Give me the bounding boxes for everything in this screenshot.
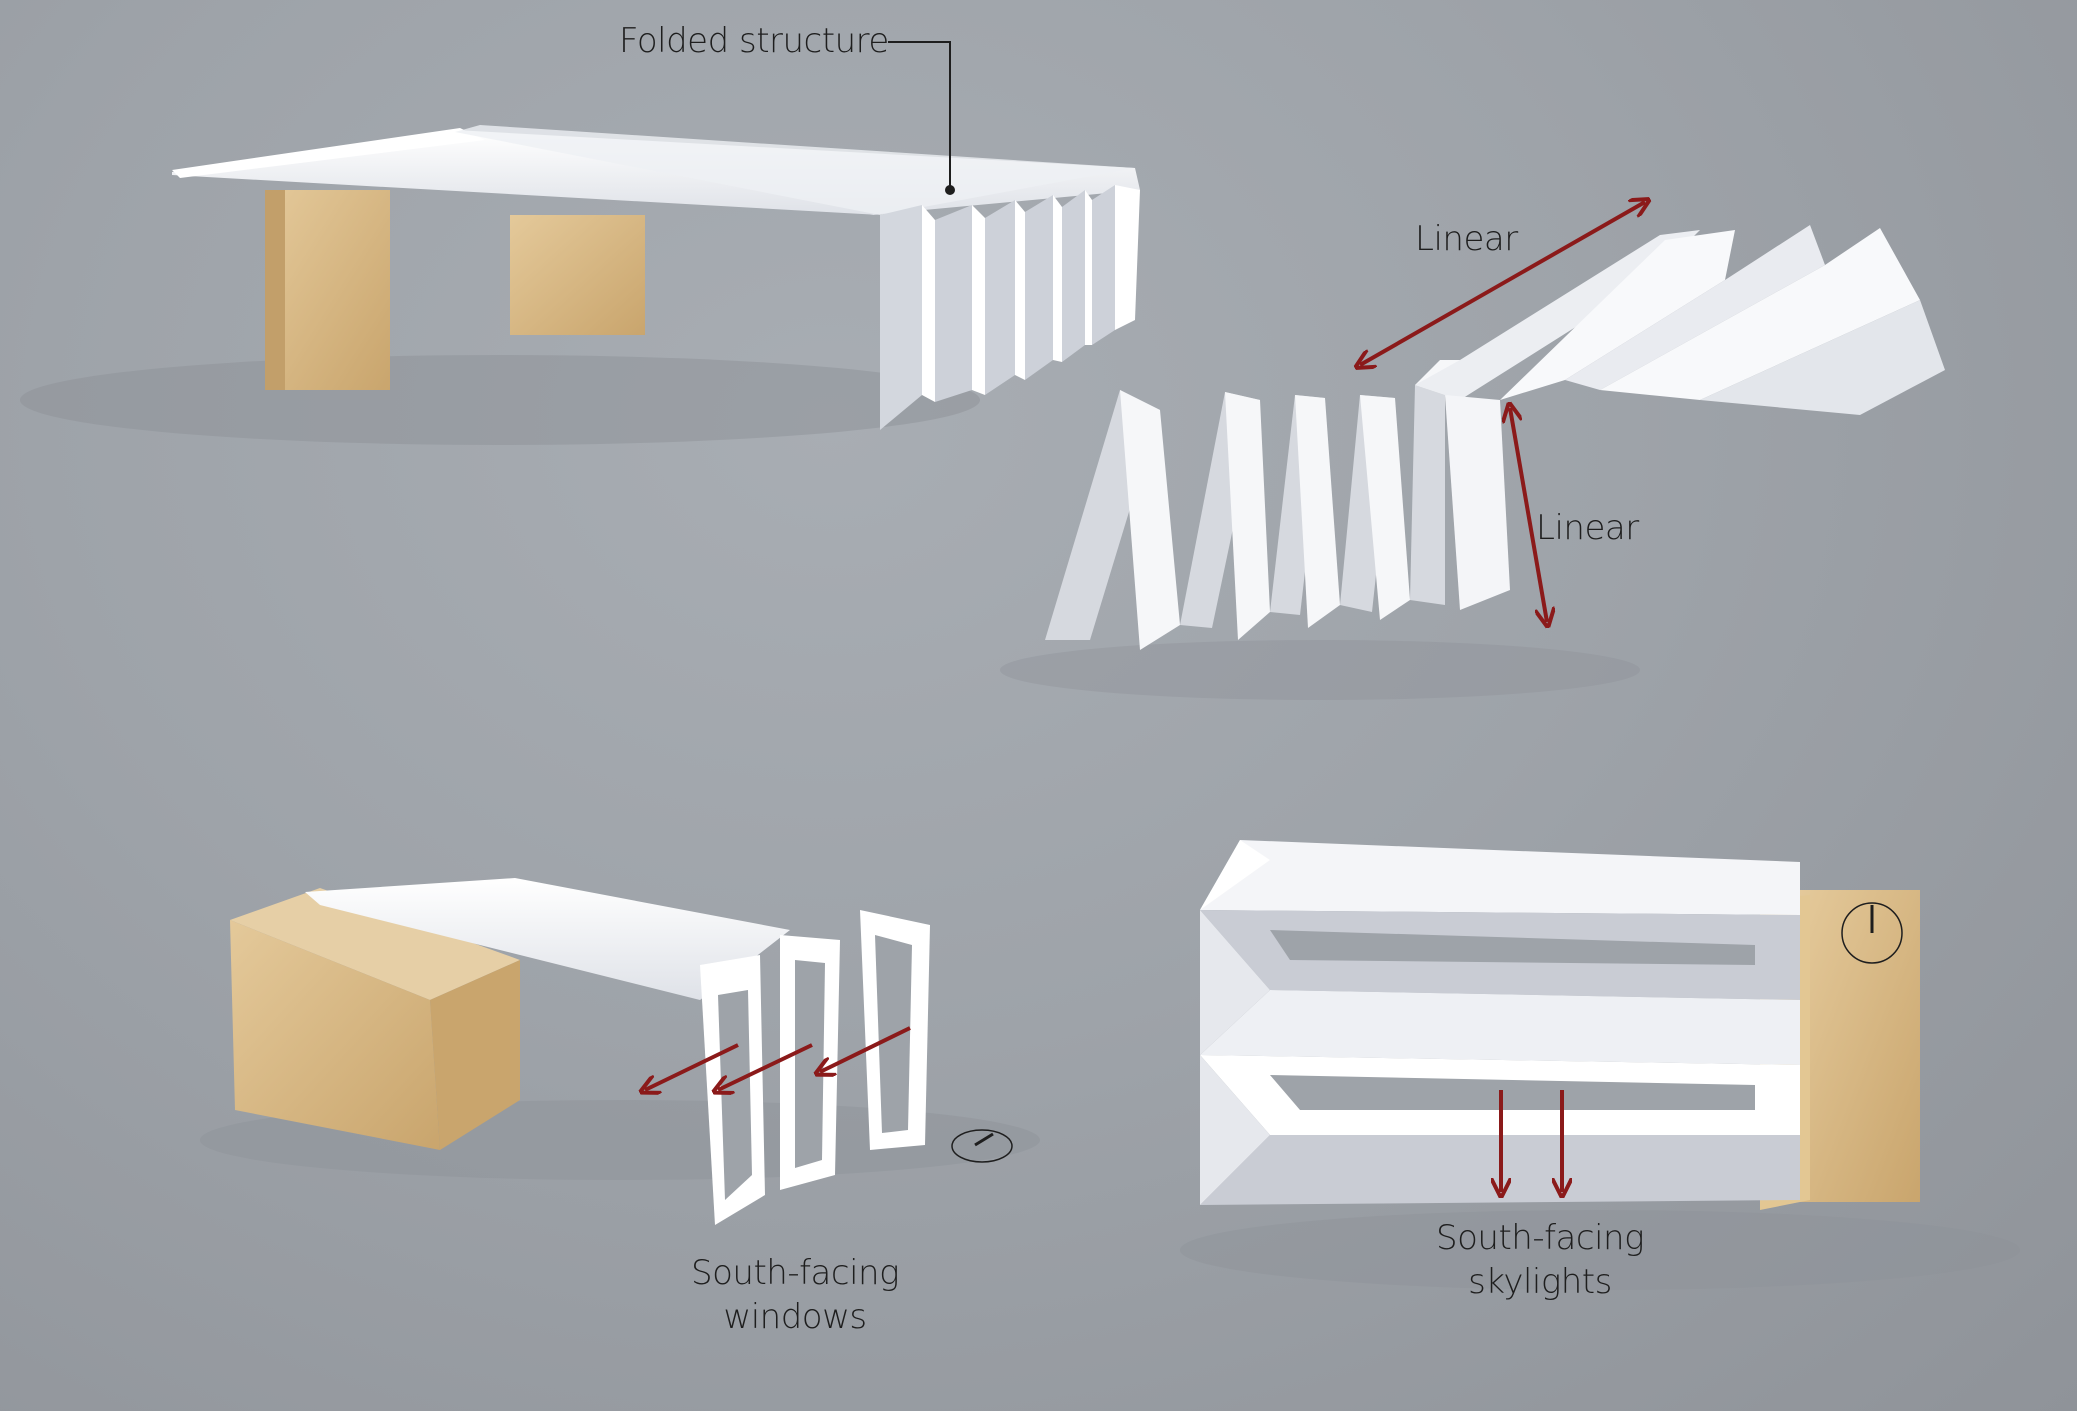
label-south-skylights-line2: skylights bbox=[1468, 1262, 1612, 1302]
label-south-skylights-line1: South-facing bbox=[1436, 1218, 1644, 1258]
label-south-windows-line2: windows bbox=[723, 1297, 867, 1337]
model-south-windows bbox=[200, 878, 1040, 1225]
label-linear-right: Linear bbox=[1536, 508, 1639, 548]
linear-arrow-top bbox=[1360, 202, 1645, 365]
model-folded-structure bbox=[20, 125, 1140, 445]
folded-structure-leader bbox=[888, 41, 955, 195]
wood-block-left bbox=[265, 190, 390, 390]
window-arrow-1 bbox=[820, 1026, 911, 1072]
wood-block-right bbox=[510, 215, 645, 335]
vertical-folds bbox=[880, 185, 1140, 430]
label-folded-structure: Folded structure bbox=[619, 21, 889, 61]
window-arrow-2 bbox=[718, 1043, 813, 1090]
skylight-opening-1 bbox=[1270, 930, 1755, 965]
window-arrow-3 bbox=[645, 1043, 739, 1090]
skylight-opening-2 bbox=[1270, 1075, 1755, 1110]
label-linear-top: Linear bbox=[1415, 219, 1518, 259]
label-south-windows-line1: South-facing bbox=[691, 1253, 899, 1293]
north-compass-icon bbox=[1841, 902, 1903, 964]
linear-arrow-right bbox=[1510, 408, 1547, 622]
north-compass-icon bbox=[951, 1129, 1013, 1163]
model-zigzag-sheet bbox=[1000, 225, 1945, 700]
window-frames bbox=[700, 910, 930, 1225]
